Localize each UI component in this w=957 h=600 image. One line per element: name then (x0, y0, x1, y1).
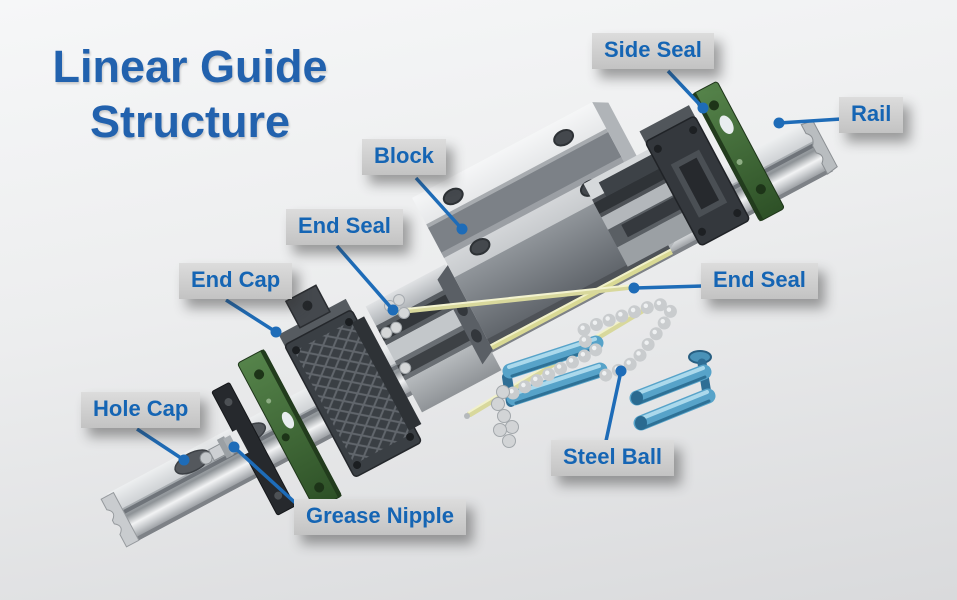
leader-steel-ball (604, 370, 623, 442)
leader-grease-nipple (232, 445, 303, 510)
rail-end-profile-left (100, 491, 140, 548)
ball-tubes-right (629, 350, 716, 431)
label-side-seal: Side Seal (592, 33, 714, 69)
rail-end-profile-right (800, 120, 838, 175)
leader-end-seal-left (335, 244, 395, 312)
grease-nipple (199, 434, 241, 465)
label-rail: Rail (839, 97, 904, 133)
end-cap-right (639, 105, 750, 246)
label-grease-nipple: Grease Nipple (294, 499, 466, 535)
leader-lines (136, 69, 842, 510)
label-hole-cap: Hole Cap (81, 392, 201, 428)
label-end-cap: End Cap (179, 263, 293, 299)
label-block: Block (362, 139, 446, 175)
leader-side-seal (666, 69, 705, 110)
leader-hole-cap (136, 427, 185, 462)
label-end-seal-left: End Seal (286, 209, 403, 245)
label-steel-ball: Steel Ball (551, 440, 675, 476)
label-end-seal-right: End Seal (701, 263, 818, 299)
side-seal-plate-right (692, 81, 785, 222)
carriage-track-section (365, 264, 502, 413)
end-seal-strip-under-block (490, 248, 673, 350)
assembly-axis-group (100, 81, 838, 548)
end-seal-strip-main (393, 284, 636, 315)
leader-end-seal-right (633, 284, 704, 290)
carriage-track-section-right (583, 147, 697, 267)
loose-steel-balls (491, 385, 519, 448)
end-cap-left (278, 284, 422, 477)
leader-rail (778, 117, 842, 125)
diagram-title: Linear Guide Structure (52, 41, 328, 147)
leader-block (414, 176, 464, 231)
side-seal-plate-left (237, 349, 342, 510)
steel-ball-chain (491, 298, 677, 448)
leader-end-cap (225, 298, 277, 334)
